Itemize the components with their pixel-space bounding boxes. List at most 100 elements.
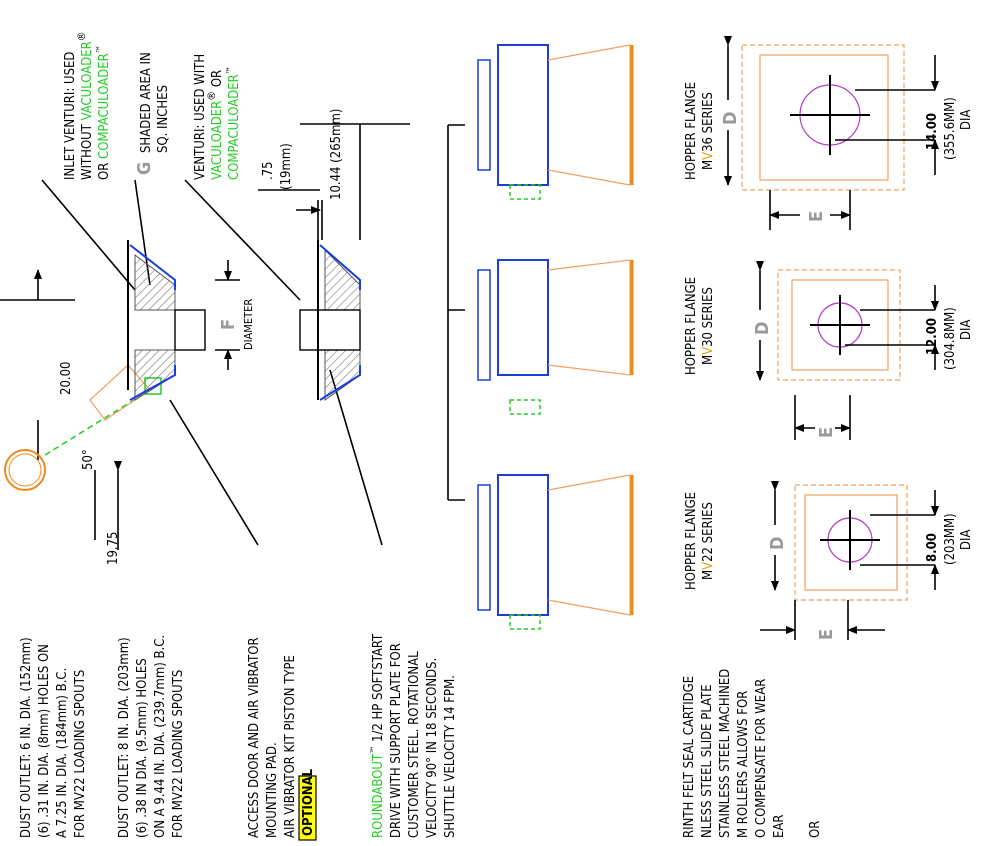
roundabout-title: ROUNDABOUT™ 1/2 HP SOFTSTART [370, 633, 386, 838]
leader-lines [41, 179, 383, 546]
label-line: SHADED AREA IN [139, 52, 154, 153]
optional-highlight [298, 775, 317, 841]
dimension-20: 20.00 [0, 269, 75, 460]
leader-line [184, 179, 301, 301]
dimension-f: F DIAMETER [215, 260, 255, 370]
bottom-cut-note: RINTH FELT SEAL CARTIDGE NLESS STEEL SLI… [682, 669, 823, 838]
d-letter: D [720, 112, 741, 125]
note-line: VELOCITY 90° IN 18 SECONDS. [425, 658, 440, 838]
label-line: VENTURI: USED WITH [193, 54, 208, 180]
venturi-outline [129, 244, 176, 290]
valve-mv36 [477, 44, 634, 200]
note-line: M ROLLERS ALLOWS FOR [736, 691, 751, 838]
d-letter: D [767, 537, 788, 550]
roundabout-note: ROUNDABOUT™ 1/2 HP SOFTSTART DRIVE WITH … [370, 633, 458, 838]
valve-mv22 [477, 474, 634, 630]
hopper-taper [547, 474, 631, 616]
venturi-section [299, 240, 361, 401]
dimension-75: .75 (19mm) [258, 143, 323, 240]
e-letter: E [816, 629, 837, 640]
valve-body [497, 474, 549, 616]
flange-dia-text: DIA [959, 110, 974, 130]
flange-inner [759, 54, 889, 181]
flange-inner [804, 494, 898, 591]
outlet-circle [4, 449, 46, 491]
label-line: VACULOADER® OR [205, 70, 225, 180]
leader-line [41, 179, 136, 291]
flange-series: MV30 SERIES [701, 287, 716, 365]
flange-plan-mv30: 12.00 (304.8MM) DIA D E [752, 261, 974, 440]
venturi-pipe [299, 309, 361, 351]
dim-1975-text: 19.75 [106, 532, 121, 565]
note-line: NLESS STEEL SLIDE PLATE [700, 684, 715, 838]
inlet-venturi-section [127, 240, 206, 401]
flange-mm-text: (355.6MM) [943, 97, 958, 160]
note-line: FOR MV22 LOADING SPOUTS [73, 670, 88, 838]
flange-dia-text: DIA [959, 320, 974, 340]
gear-rack [477, 59, 491, 171]
venturi-outline [129, 365, 176, 401]
note-line: DRIVE WITH SUPPORT PLATE FOR [389, 643, 404, 838]
dimension-1044: 10.44 (265mm) [300, 109, 410, 240]
e-letter: E [816, 427, 837, 438]
label-line: SQ. INCHES [156, 85, 171, 153]
note-line: SHUTTLE VELOCITY 14 FPM. [443, 675, 458, 838]
flange-outer [777, 269, 901, 381]
flange-mm-text: (203MM) [943, 513, 958, 565]
compaculoader-brand: COMPACULOADER [97, 53, 112, 159]
g-letter: G [134, 162, 155, 175]
label-line: WITHOUT VACULOADER® [75, 31, 95, 180]
motor [509, 184, 541, 200]
note-line: CUSTOMER STEEL. ROTATIONAL [407, 651, 422, 838]
flange-inner [791, 279, 889, 371]
vaculoader-brand: VACULOADER [80, 41, 95, 120]
valve-body [497, 44, 549, 186]
note-line: ON A 9.44 IN. DIA. (239.7mm) B.C. [153, 635, 168, 838]
venturi-throat [174, 309, 206, 351]
roundabout-desc: 1/2 HP SOFTSTART [371, 633, 386, 746]
diameter-text: DIAMETER [242, 299, 255, 350]
outlet-circle-inner [8, 453, 42, 487]
angle-dimension: 50° [81, 449, 96, 470]
leader-line [329, 369, 383, 546]
hopper-taper [547, 259, 631, 376]
note-line: OR [808, 821, 823, 838]
note-line: MOUNTING PAD. [265, 742, 280, 838]
inlet-venturi-label: INLET VENTURI: USED WITHOUT VACULOADER® … [63, 31, 112, 180]
note-line: DUST OUTLET: 6 IN. DIA. (152mm) [19, 637, 34, 838]
gear-rack [477, 269, 491, 381]
flange-title: HOPPER FLANGE [684, 492, 699, 590]
motor [509, 614, 541, 630]
note-line: EAR [772, 814, 787, 838]
d-letter: D [752, 322, 773, 335]
note-line: DUST OUTLET: 8 IN. DIA. (203mm) [117, 637, 132, 838]
flange-outer [794, 484, 908, 601]
label-line: COMPACULOADER™ [226, 66, 242, 180]
valve-body [497, 259, 549, 376]
venturi-outline [319, 244, 361, 290]
flange-dia-text: DIA [959, 530, 974, 550]
flange-dim-text: 8.00 [925, 533, 940, 562]
d75-text: .75 [261, 161, 276, 180]
flange-series: MV36 SERIES [701, 92, 716, 170]
venturi-outline [319, 365, 361, 401]
dimension-1975: 19.75 [94, 461, 122, 565]
label-line: OR COMPACULOADER™ [96, 45, 112, 180]
roundabout-brand: ROUNDABOUT [371, 753, 386, 838]
note-line: RINTH FELT SEAL CARTIDGE [682, 676, 697, 838]
flange-mm-text: (304.8MM) [943, 307, 958, 370]
note-line: (6) .31 IN. DIA. (8mm) HOLES ON [37, 644, 52, 838]
dust-outlet-8in-note: DUST OUTLET: 8 IN. DIA. (203mm) (6) .38 … [117, 635, 186, 838]
flange-label-mv36: HOPPER FLANGE MV36 SERIES [684, 82, 716, 180]
center-line [44, 389, 151, 456]
note-line: AIR VIBRATOR KIT PISTON TYPE [283, 655, 298, 838]
flange-title: HOPPER FLANGE [684, 277, 699, 375]
note-line: ACCESS DOOR AND AIR VIBRATOR [247, 637, 262, 838]
label-line: INLET VENTURI: USED [63, 52, 78, 180]
flange-series: MV22 SERIES [701, 502, 716, 580]
e-letter: E [806, 211, 827, 222]
shaded-area-label: G SHADED AREA IN SQ. INCHES [134, 52, 171, 175]
venturi-label: VENTURI: USED WITH VACULOADER® OR COMPAC… [193, 54, 242, 180]
flange-dim-text: 14.00 [925, 113, 940, 150]
